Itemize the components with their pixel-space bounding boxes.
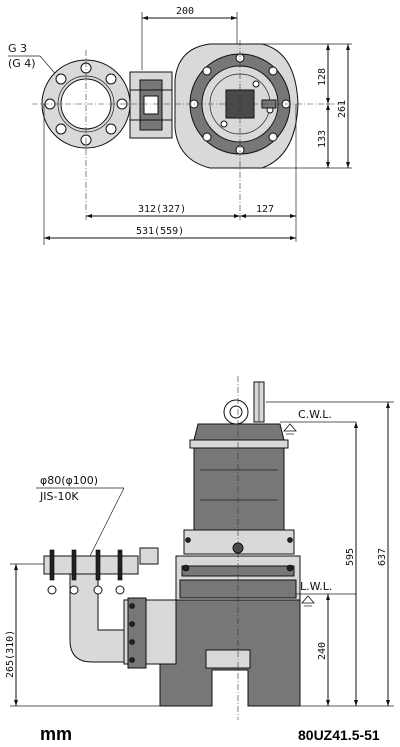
dim-127: 127 <box>256 204 274 215</box>
dim-133: 133 <box>317 130 328 148</box>
discharge-flange <box>43 555 139 575</box>
flange-label-g3: G 3 <box>8 42 27 55</box>
model-label: 80UZ41.5-51 <box>298 727 380 743</box>
pipe-standard-label: JIS-10K <box>39 490 79 503</box>
dim-312: 312(327) <box>138 204 186 215</box>
unit-label: mm <box>40 724 72 744</box>
side-view: φ80(φ100) JIS-10K C.W.L. L.W.L. 637 595 … <box>5 376 394 720</box>
discharge-flange-bolts <box>47 549 125 595</box>
top-view: 200 G 3 (G 4) <box>8 6 352 245</box>
dim-531: 531(559) <box>136 226 184 237</box>
dim-200: 200 <box>176 6 194 17</box>
lwl-label: L.W.L. <box>300 580 332 593</box>
dim-265: 265(310) <box>5 630 16 678</box>
pipe-diameter-label: φ80(φ100) <box>40 474 98 487</box>
cwl-label: C.W.L. <box>298 408 332 421</box>
flange-bolts <box>44 62 128 146</box>
dim-261: 261 <box>337 100 348 118</box>
connector-bolts <box>129 603 135 663</box>
dim-240: 240 <box>317 642 328 660</box>
dim-595: 595 <box>345 548 356 566</box>
dim-128: 128 <box>317 68 328 86</box>
casing-bolts <box>189 53 291 155</box>
discharge-elbow <box>69 573 129 663</box>
flange-label-g4: (G 4) <box>8 57 36 70</box>
dim-637: 637 <box>377 548 388 566</box>
